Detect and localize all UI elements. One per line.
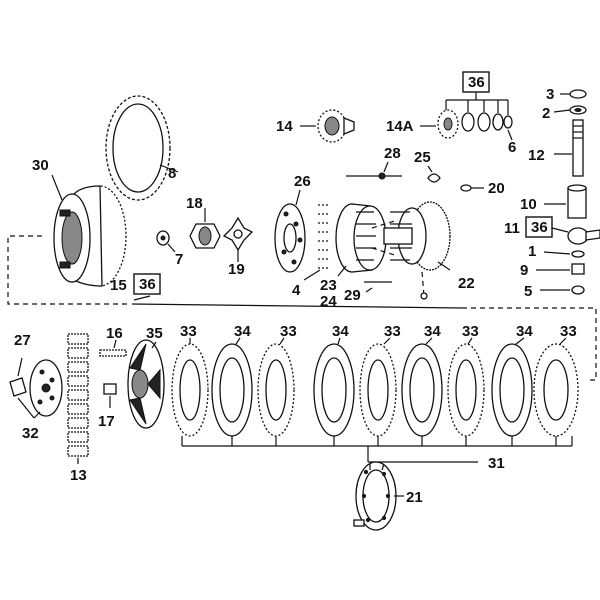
- ref-box-36-top: [462, 71, 490, 93]
- plate-33-friction-1: [171, 338, 209, 437]
- label-33-3: 33: [384, 323, 401, 340]
- part-26-pressure-plate: [274, 189, 306, 273]
- label-8: 8: [168, 165, 176, 182]
- bracket-36-top: [445, 92, 509, 115]
- label-23: 23: [320, 277, 337, 294]
- label-34-3: 34: [424, 323, 441, 340]
- part-3-nut: [560, 89, 587, 99]
- plate-34-steel-4: [491, 337, 533, 437]
- label-18: 18: [186, 195, 203, 212]
- part-10-sleeve: [544, 184, 587, 219]
- part-28-push-rod: [346, 161, 402, 180]
- label-33-4: 33: [462, 323, 479, 340]
- part-5-nut: [540, 285, 585, 295]
- label-26: 26: [294, 173, 311, 190]
- label-36-rod: 36: [139, 276, 156, 293]
- label-14: 14: [276, 118, 293, 135]
- label-17: 17: [98, 413, 115, 430]
- part-16-bolt: [99, 339, 127, 357]
- assembly-line-left: [7, 235, 130, 305]
- label-33-2: 33: [280, 323, 297, 340]
- part-2-washer: [553, 105, 587, 115]
- part-30-clutch-shell: [51, 174, 127, 287]
- part-19-lock-washer: [222, 216, 254, 262]
- bracket-31: [181, 436, 573, 463]
- label-33-1: 33: [180, 323, 197, 340]
- label-14a: 14A: [386, 118, 414, 135]
- plate-34-steel-2: [313, 337, 355, 437]
- label-15: 15: [110, 277, 127, 294]
- label-20: 20: [488, 180, 505, 197]
- ref-box-36-right: [525, 216, 553, 238]
- label-4: 4: [292, 282, 301, 299]
- ref-box-36-rod: [133, 273, 161, 295]
- part-22-clutch-hub: [383, 201, 451, 271]
- label-36-right: 36: [531, 219, 548, 236]
- label-16: 16: [106, 325, 123, 342]
- label-31: 31: [488, 455, 505, 472]
- label-19: 19: [228, 261, 245, 278]
- label-1: 1: [528, 243, 536, 260]
- part-15-push-rod: [131, 295, 463, 309]
- label-9: 9: [520, 262, 528, 279]
- part-18-hex-nut: [189, 208, 221, 249]
- label-34-4: 34: [516, 323, 533, 340]
- part-35-spring-cover: [127, 339, 165, 429]
- label-7: 7: [175, 251, 183, 268]
- plate-34-steel-3: [401, 337, 443, 437]
- part-1-spacer: [543, 250, 585, 258]
- label-6: 6: [508, 139, 516, 156]
- part-7-nut: [156, 230, 176, 253]
- label-35: 35: [146, 325, 163, 342]
- assembly-line-right: [462, 307, 597, 381]
- assembly-line: [371, 219, 399, 229]
- label-36-top: 36: [468, 74, 485, 91]
- label-3: 3: [546, 86, 554, 103]
- label-21: 21: [406, 489, 423, 506]
- label-34-2: 34: [332, 323, 349, 340]
- part-14a-gear-set: [420, 109, 513, 141]
- part-25-clip: [427, 165, 441, 183]
- label-27: 27: [14, 332, 31, 349]
- label-11: 11: [504, 220, 520, 237]
- label-22: 22: [458, 275, 475, 292]
- part-9-bushing: [536, 263, 585, 275]
- part-29-rod: [364, 281, 392, 293]
- plate-33-friction-5: [533, 337, 579, 437]
- small-screw: [420, 292, 428, 300]
- label-28: 28: [384, 145, 401, 162]
- part-14-gear: [300, 109, 355, 143]
- label-5: 5: [524, 283, 532, 300]
- label-24: 24: [320, 293, 337, 310]
- part-13-springs: [67, 333, 89, 464]
- plate-33-friction-4: [447, 337, 485, 437]
- part-4-spring-stack: [303, 204, 330, 281]
- label-13: 13: [70, 467, 87, 484]
- part-27-bolt: [9, 357, 27, 397]
- assembly-line: [421, 271, 425, 297]
- part-11-lever: [551, 227, 600, 245]
- part-20-pin: [460, 184, 484, 192]
- part-23-24-roller-cage: [335, 203, 387, 277]
- part-12-shaft: [554, 119, 584, 177]
- assembly-line: [371, 247, 399, 257]
- plate-33-friction-2: [257, 337, 295, 437]
- label-34-1: 34: [234, 323, 251, 340]
- part-21-gasket: [353, 461, 404, 531]
- label-12: 12: [528, 147, 545, 164]
- plate-34-steel-1: [211, 337, 253, 437]
- part-32-plate: [17, 359, 63, 419]
- label-33-5: 33: [560, 323, 577, 340]
- label-10: 10: [520, 196, 537, 213]
- label-2: 2: [542, 105, 550, 122]
- label-32: 32: [22, 425, 39, 442]
- label-25: 25: [414, 149, 431, 166]
- plate-33-friction-3: [359, 337, 397, 437]
- label-30: 30: [32, 157, 49, 174]
- part-8-sprocket-ring: [105, 95, 179, 201]
- label-29: 29: [344, 287, 361, 304]
- part-17-screw: [103, 383, 117, 408]
